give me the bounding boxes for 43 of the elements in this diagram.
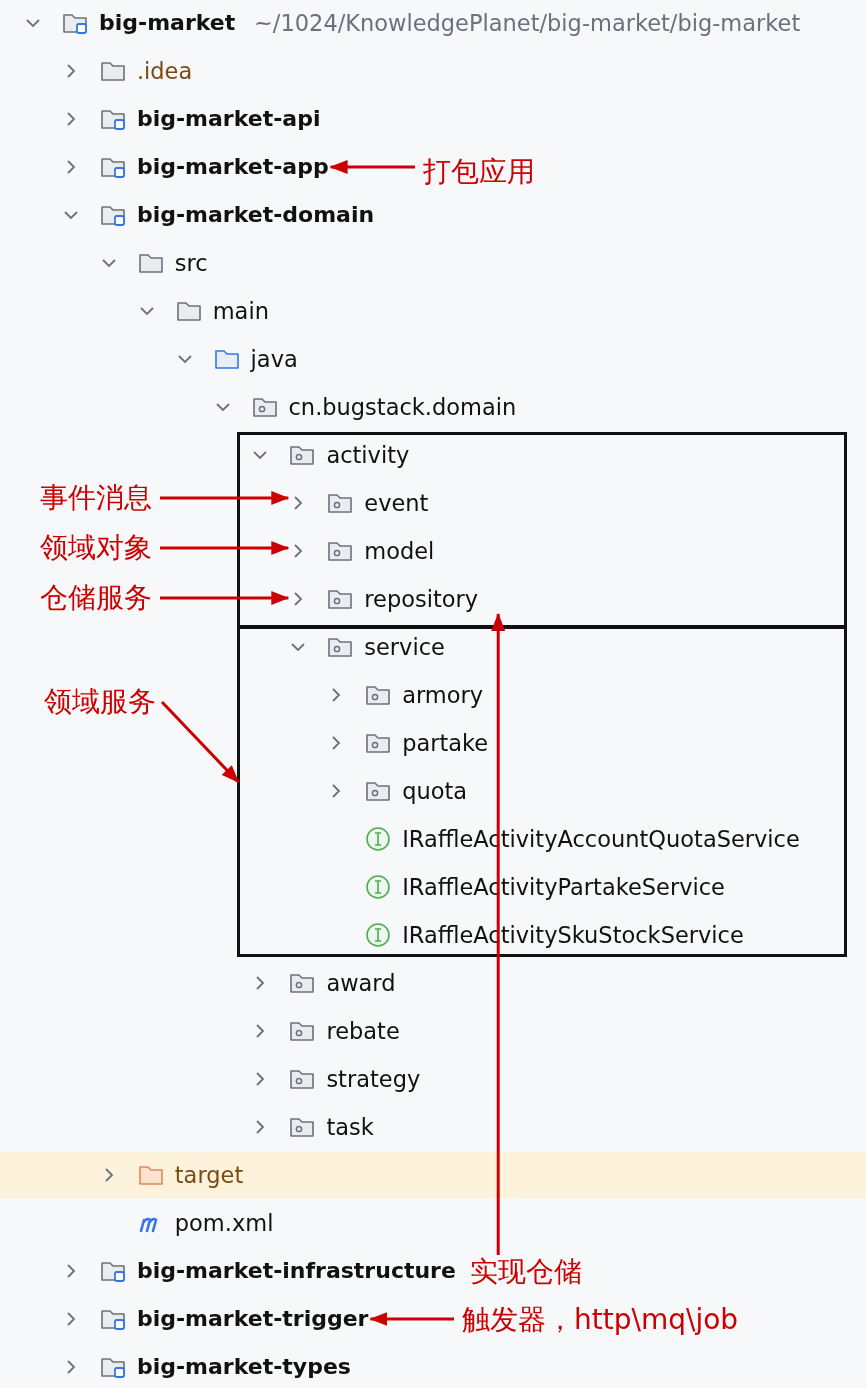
annotation-label: 触发器，http\mq\job [462,1303,739,1337]
frame-box [237,432,847,628]
folder-name: partake [402,729,489,758]
arrow [160,700,240,784]
folder-name: main [212,297,269,326]
frame-box [237,626,847,957]
folder-name: rebate [326,1017,400,1046]
folder-name: event [364,489,429,518]
arrow [369,1312,454,1326]
arrow [329,160,415,174]
path-label: ~/1024/KnowledgePlanet/big-market/big-market [254,9,801,38]
module-name: big-market-types [136,1353,351,1381]
folder-name: src [174,249,208,278]
folder-name: quota [402,777,468,806]
module-name: big-market-app [136,153,329,181]
module-name: big-market-api [136,105,321,133]
arrow [160,491,290,505]
folder-name: java [250,345,298,374]
arrow [160,541,290,555]
folder-name: model [364,537,435,566]
folder-name: strategy [326,1065,421,1094]
module-name: big-market [99,9,236,37]
arrow [160,591,290,605]
folder-name: .idea [136,57,193,86]
folder-name: armory [402,681,484,710]
annotation-label: 打包应用 [423,155,535,189]
annotation-label: 领域服务 [44,685,156,719]
module-name: big-market-infrastructure [136,1257,456,1285]
folder-name: award [326,969,396,998]
annotation-label: 领域对象 [40,531,152,565]
folder-name: target [174,1161,244,1190]
file-name: pom.xml [174,1209,274,1238]
module-name: big-market-trigger [136,1305,369,1333]
folder-name: service [364,633,445,662]
annotation-label: 实现仓储 [470,1255,582,1289]
folder-name: repository [364,585,479,614]
module-name: big-market-domain [136,201,375,229]
annotation-label: 事件消息 [40,481,152,515]
folder-name: activity [326,441,410,470]
folder-name: task [326,1113,374,1142]
annotation-label: 仓储服务 [40,581,152,615]
folder-name: cn.bugstack.domain [288,393,517,422]
arrow [491,613,506,1255]
